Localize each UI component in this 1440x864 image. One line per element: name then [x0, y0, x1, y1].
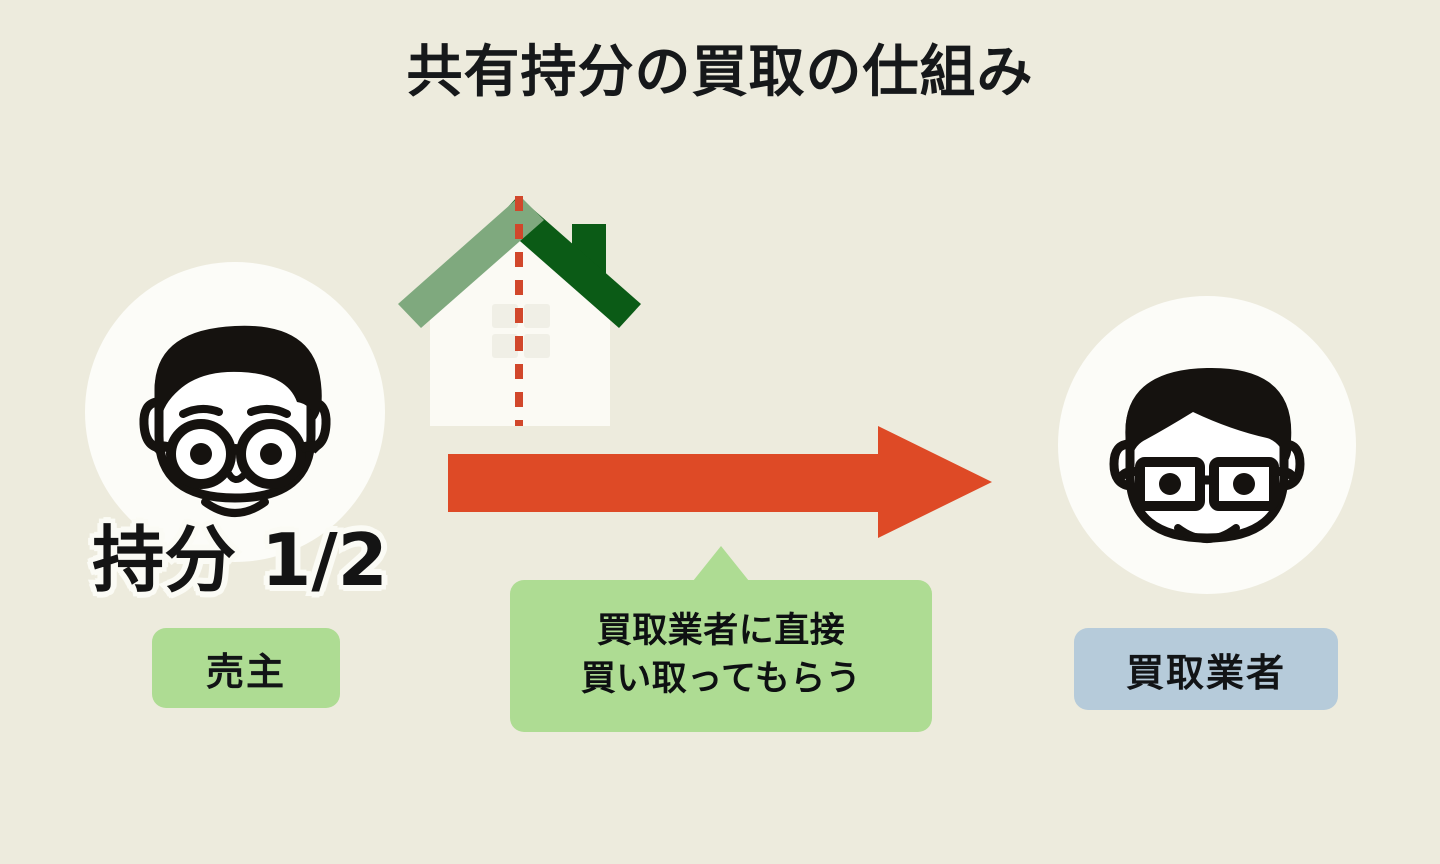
transfer-arrow [448, 424, 994, 540]
callout-body: 買取業者に直接 買い取ってもらう [510, 580, 932, 732]
callout-tail-icon [689, 546, 753, 586]
callout-bubble: 買取業者に直接 買い取ってもらう [510, 546, 932, 732]
split-house-icon [382, 186, 658, 432]
badge-seller: 売主 [152, 628, 340, 708]
badge-buyer: 買取業者 [1074, 628, 1338, 710]
buyer-avatar [1058, 296, 1356, 594]
callout-line-2: 買い取ってもらう [580, 659, 862, 699]
seller-share-label: 持分 1/2 [88, 518, 393, 602]
seller-avatar [85, 262, 385, 562]
page-title: 共有持分の買取の仕組み [406, 40, 1034, 105]
callout-line-1: 買取業者に直接 [596, 611, 846, 652]
